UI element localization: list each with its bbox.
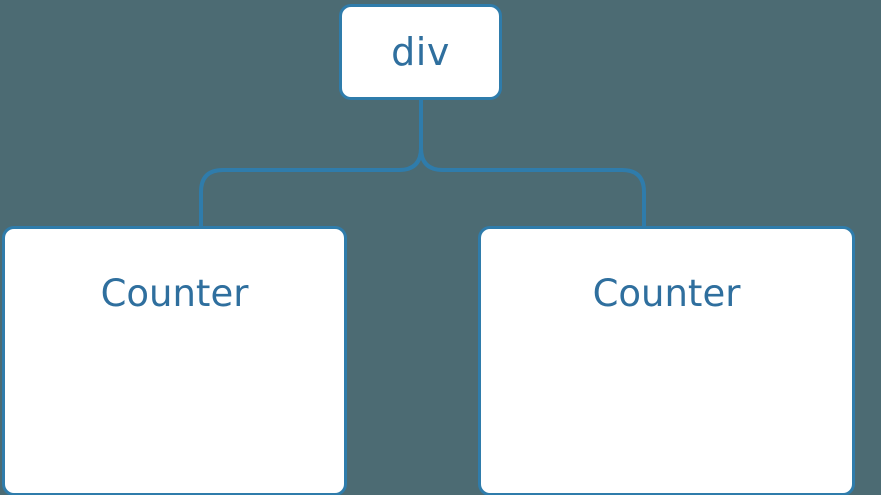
component-card-counter-left[interactable]: Counter count 0	[2, 226, 347, 495]
root-node-div[interactable]: div	[339, 4, 502, 100]
connector-branch-right	[419, 147, 646, 227]
component-title: Counter	[100, 272, 249, 315]
connector-branch-left	[199, 147, 423, 227]
component-card-counter-right[interactable]: Counter count 1	[478, 226, 855, 495]
root-node-label: div	[391, 30, 450, 74]
component-title: Counter	[592, 272, 741, 315]
